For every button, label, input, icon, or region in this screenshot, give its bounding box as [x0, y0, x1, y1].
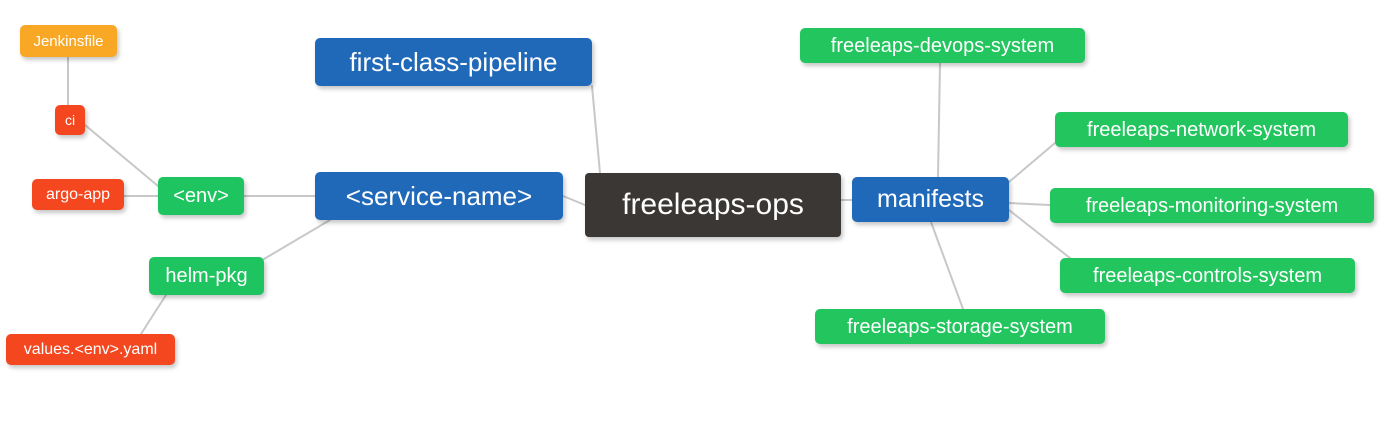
- node-label-jenkinsfile: Jenkinsfile: [33, 32, 104, 50]
- edge-manifests-to-devops-system: [937, 62, 941, 178]
- node-argo-app[interactable]: argo-app: [32, 179, 124, 210]
- node-helm-pkg[interactable]: helm-pkg: [149, 257, 264, 295]
- node-controls-system[interactable]: freeleaps-controls-system: [1060, 258, 1355, 293]
- edge-helm-pkg-to-values-yaml: [140, 294, 167, 335]
- node-first-class-pipeline[interactable]: first-class-pipeline: [315, 38, 592, 86]
- edge-root-to-service-name: [562, 195, 586, 206]
- node-label-ci: ci: [64, 112, 76, 128]
- edge-manifests-to-storage-system: [930, 221, 964, 310]
- node-manifests[interactable]: manifests: [852, 177, 1009, 222]
- node-service-name[interactable]: <service-name>: [315, 172, 563, 220]
- node-label-env: <env>: [173, 185, 229, 207]
- edge-service-name-to-helm-pkg: [263, 219, 331, 260]
- node-jenkinsfile[interactable]: Jenkinsfile: [20, 25, 117, 57]
- node-values-yaml[interactable]: values.<env>.yaml: [6, 334, 175, 365]
- node-ci[interactable]: ci: [55, 105, 85, 135]
- node-label-values-yaml: values.<env>.yaml: [23, 340, 158, 358]
- node-label-monitoring-system: freeleaps-monitoring-system: [1085, 194, 1339, 217]
- node-label-helm-pkg: helm-pkg: [165, 265, 248, 287]
- node-label-storage-system: freeleaps-storage-system: [847, 315, 1073, 338]
- node-label-first-class-pipeline: first-class-pipeline: [349, 47, 558, 77]
- node-devops-system[interactable]: freeleaps-devops-system: [800, 28, 1085, 63]
- node-label-manifests: manifests: [877, 185, 984, 213]
- node-label-argo-app: argo-app: [45, 185, 111, 203]
- edge-root-to-first-class-pipeline: [591, 85, 601, 174]
- edge-env-to-ci: [84, 124, 159, 187]
- node-label-root: freeleaps-ops: [622, 188, 804, 221]
- node-label-service-name: <service-name>: [345, 181, 533, 211]
- node-monitoring-system[interactable]: freeleaps-monitoring-system: [1050, 188, 1374, 223]
- node-label-network-system: freeleaps-network-system: [1087, 118, 1316, 141]
- edge-manifests-to-network-system: [1008, 142, 1056, 183]
- edge-manifests-to-monitoring-system: [1008, 202, 1051, 206]
- node-label-controls-system: freeleaps-controls-system: [1093, 264, 1322, 287]
- node-storage-system[interactable]: freeleaps-storage-system: [815, 309, 1105, 344]
- node-root[interactable]: freeleaps-ops: [585, 173, 841, 237]
- node-label-devops-system: freeleaps-devops-system: [830, 34, 1055, 57]
- node-network-system[interactable]: freeleaps-network-system: [1055, 112, 1348, 147]
- node-env[interactable]: <env>: [158, 177, 244, 215]
